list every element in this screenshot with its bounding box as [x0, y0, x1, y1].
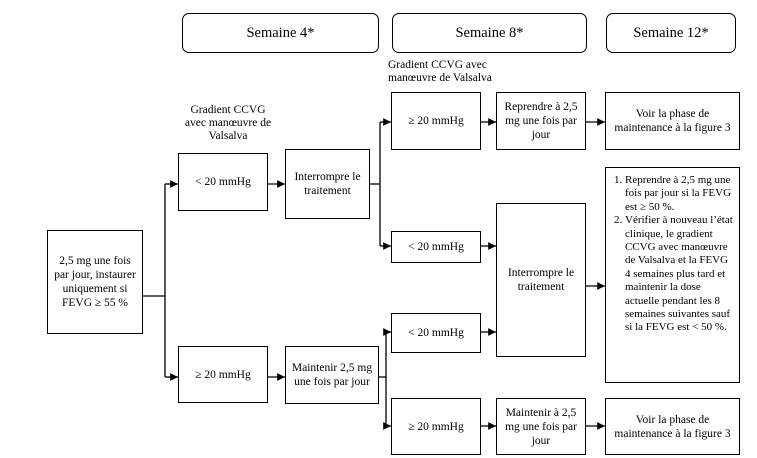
- w8-action-stop: Interrompre le traitement: [496, 203, 586, 357]
- w12-maintenance-bottom-text: Voir la phase de maintenance à la figure…: [614, 413, 731, 440]
- header-week-12: Semaine 12*: [606, 13, 736, 53]
- w4-result-low: < 20 mmHg: [178, 153, 268, 211]
- w8-action-resume: Reprendre à 2,5 mg une fois par jour: [496, 92, 586, 150]
- w8-result-top-low: < 20 mmHg: [391, 231, 481, 263]
- w8-action-maintain: Maintenir à 2,5 mg une fois par jour: [496, 398, 586, 455]
- w4-result-high: ≥ 20 mmHg: [178, 346, 268, 403]
- header-week-12-label: Semaine 12*: [633, 25, 709, 41]
- w4-result-high-text: ≥ 20 mmHg: [195, 368, 251, 381]
- w8-result-bottom-low: < 20 mmHg: [391, 313, 481, 353]
- w12-instructions-list: Reprendre à 2,5 mg une fois par jour si …: [610, 174, 735, 335]
- w4-action-maintain: Maintenir 2,5 mg une fois par jour: [285, 346, 379, 404]
- w12-instruction-item: Vérifier à nouveau l’état clinique, le g…: [625, 214, 735, 335]
- w4-action-stop-text: Interrompre le traitement: [294, 171, 361, 197]
- w8-action-maintain-text: Maintenir à 2,5 mg une fois par jour: [505, 406, 577, 447]
- w12-maintenance-top: Voir la phase de maintenance à la figure…: [605, 92, 740, 150]
- w12-instructions: Reprendre à 2,5 mg une fois par jour si …: [605, 167, 740, 383]
- w12-maintenance-bottom: Voir la phase de maintenance à la figure…: [605, 398, 740, 455]
- w8-action-stop-text: Interrompre le traitement: [507, 267, 575, 293]
- header-week-8: Semaine 8*: [392, 13, 587, 53]
- w12-maintenance-top-text: Voir la phase de maintenance à la figure…: [614, 108, 731, 134]
- w8-result-bottom-low-text: < 20 mmHg: [408, 327, 464, 339]
- header-week-4-label: Semaine 4*: [246, 25, 315, 41]
- w4-result-low-text: < 20 mmHg: [195, 176, 251, 188]
- start-box: 2,5 mg une fois par jour, instaurer uniq…: [47, 230, 143, 334]
- start-box-text: 2,5 mg une fois par jour, instaurer uniq…: [54, 255, 136, 309]
- w4-action-maintain-text: Maintenir 2,5 mg une fois par jour: [291, 362, 373, 388]
- label-gradient-week-4: Gradient CCVG avec manœuvre de Valsalva: [184, 104, 272, 142]
- w8-result-bottom-high-text: ≥ 20 mmHg: [408, 420, 464, 433]
- w8-result-top-high: ≥ 20 mmHg: [391, 92, 481, 150]
- header-week-4: Semaine 4*: [182, 13, 379, 53]
- w8-action-resume-text: Reprendre à 2,5 mg une fois par jour: [504, 101, 578, 141]
- header-week-8-label: Semaine 8*: [455, 25, 524, 41]
- w8-result-bottom-high: ≥ 20 mmHg: [391, 398, 481, 455]
- w4-action-stop: Interrompre le traitement: [285, 149, 370, 219]
- w12-instruction-item: Reprendre à 2,5 mg une fois par jour si …: [625, 174, 735, 214]
- w8-result-top-high-text: ≥ 20 mmHg: [408, 115, 464, 127]
- label-gradient-week-8: Gradient CCVG avec manœuvre de Valsalva: [388, 59, 492, 84]
- w8-result-top-low-text: < 20 mmHg: [408, 241, 464, 253]
